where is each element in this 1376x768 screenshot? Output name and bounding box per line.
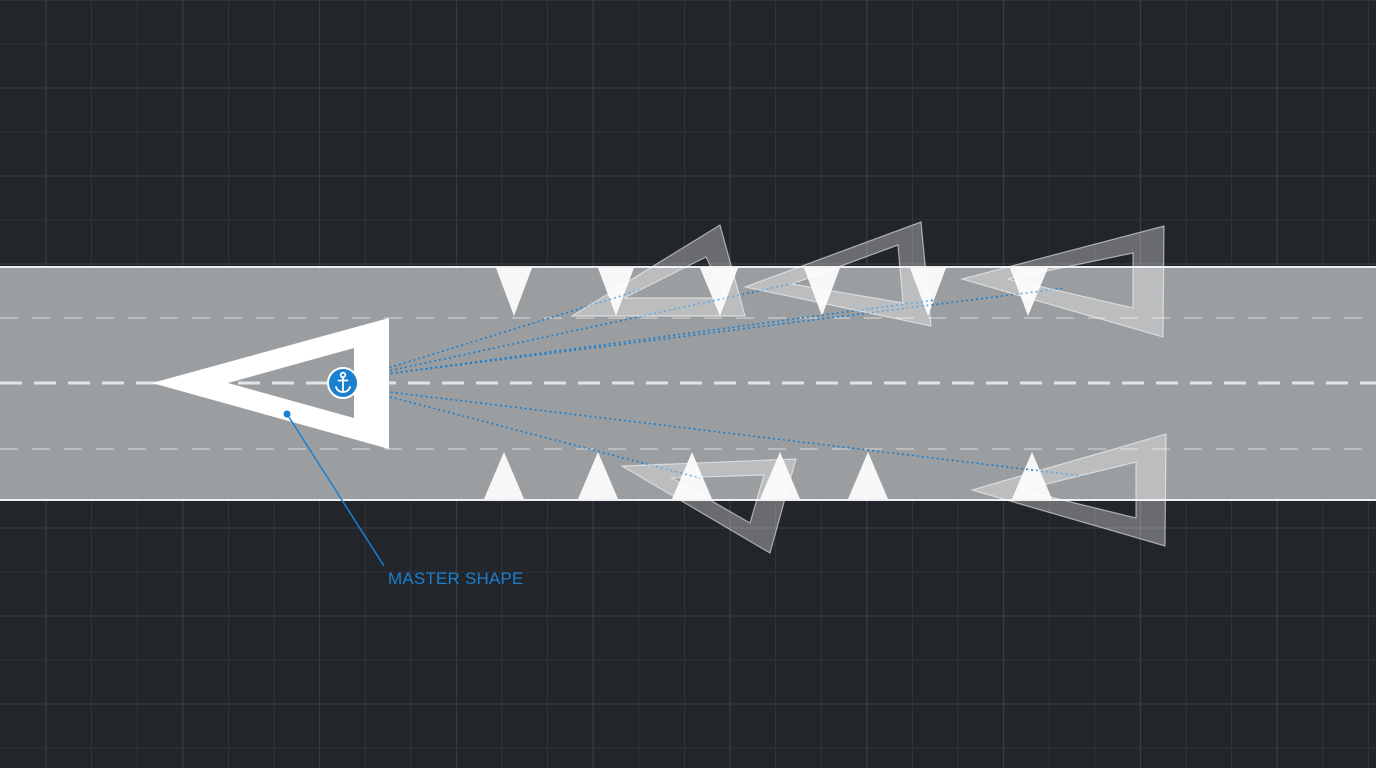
road-marker-bottom: [760, 452, 800, 499]
road-marker-bottom: [578, 452, 618, 499]
road-marker-bottom: [1012, 452, 1052, 499]
shape-copy[interactable]: [969, 433, 1167, 547]
road-marker-top: [1010, 268, 1048, 316]
master-shape-group: MASTER SHAPE: [152, 318, 524, 588]
connector-line: [355, 299, 936, 379]
road-markers-top: [496, 268, 1048, 316]
instance-connectors: [355, 281, 1083, 479]
road-marker-bottom: [484, 452, 524, 499]
road-marker-top: [598, 268, 634, 316]
shape-copy[interactable]: [742, 221, 932, 327]
callout-leader-dot: [283, 410, 291, 418]
road-marker-top: [804, 268, 840, 316]
connector-line: [355, 281, 801, 379]
master-shape-label: MASTER SHAPE: [388, 569, 524, 588]
road-marker-top: [700, 268, 738, 316]
connector-line: [355, 387, 701, 479]
road-marker-bottom: [672, 452, 712, 499]
shape-copy[interactable]: [619, 458, 797, 554]
anchor-handle[interactable]: [327, 367, 359, 399]
shape-copy[interactable]: [959, 225, 1165, 338]
master-shape[interactable]: [152, 318, 389, 449]
connector-line: [355, 287, 1066, 379]
road-marker-top: [496, 268, 532, 316]
shape-copy[interactable]: [569, 224, 746, 317]
callout-leader-line: [286, 413, 385, 567]
connector-line: [355, 387, 1083, 477]
road-marker-bottom: [848, 452, 888, 499]
road-markers-bottom: [484, 452, 1052, 499]
shape-copies: [569, 221, 1167, 554]
anchor-icon: [335, 371, 351, 393]
